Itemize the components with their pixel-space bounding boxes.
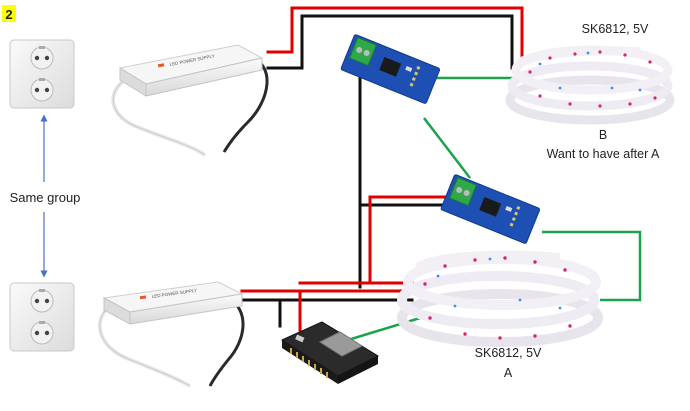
esp32-board <box>280 321 380 384</box>
top-psu-red-wire <box>266 6 524 64</box>
strip-b-spec: SK6812, 5V <box>582 22 649 36</box>
psu-bottom-label: LED POWER SUPPLY <box>151 288 197 299</box>
power-supply-top: LED POWER SUPPLY <box>111 44 269 157</box>
strip-b-letter: B <box>599 128 607 142</box>
signal-converter-top <box>340 34 441 104</box>
strip-a-spec: SK6812, 5V <box>475 346 542 360</box>
wall-outlet-bottom <box>9 282 75 352</box>
led-strip-b: SK6812, 5V B Want to have after A <box>505 22 675 161</box>
data-top-converter-to-middle-converter <box>423 117 471 179</box>
same-group-label: Same group <box>10 190 81 205</box>
diagram-number-badge: 2 <box>2 5 16 22</box>
badge-label: 2 <box>5 7 12 22</box>
same-group-indicator: Same group <box>10 114 81 278</box>
led-strip-a: SK6812, 5V A <box>397 250 603 380</box>
data-middle-converter-to-strip-a-out <box>542 230 642 302</box>
signal-converter-middle <box>440 174 541 244</box>
strip-a-letter: A <box>504 366 513 380</box>
power-wires <box>240 6 524 332</box>
power-to-middle-converter <box>368 195 447 285</box>
strip-b-note: Want to have after A <box>547 147 660 161</box>
top-psu-black-wire <box>266 14 514 70</box>
wall-outlet-top <box>9 39 75 109</box>
power-supply-bottom: LED POWER SUPPLY <box>97 281 245 388</box>
badge-background <box>2 5 16 22</box>
